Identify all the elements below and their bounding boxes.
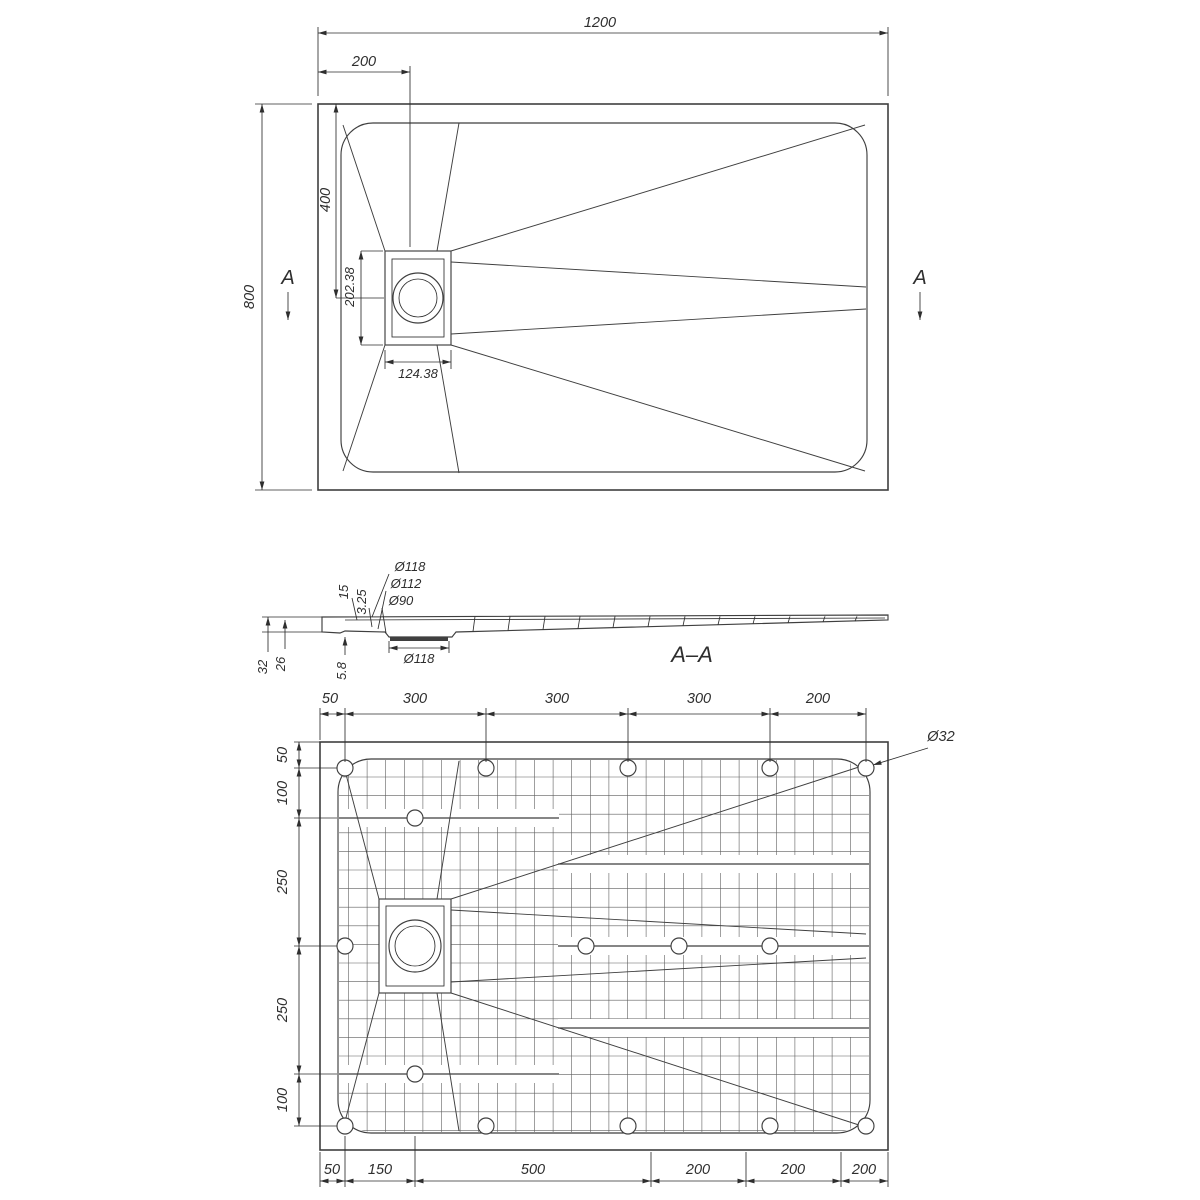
drain-flange bbox=[384, 250, 452, 346]
drain-plate-section bbox=[390, 637, 448, 641]
foot bbox=[477, 759, 495, 777]
dim-drain-square-height: 202.38 bbox=[342, 266, 357, 308]
slope-fold-lines-bottom-view bbox=[342, 760, 867, 1132]
tray-inner-edge bbox=[340, 122, 868, 473]
section-view: Ø118 Ø112 Ø90 15 3.25 32 26 5.8 Ø118 A–A bbox=[255, 559, 889, 680]
dim-drain-square-width: 124.38 bbox=[398, 366, 439, 381]
dim-bottom-bottom-4: 200 bbox=[780, 1162, 805, 1178]
dim-dia-mid: Ø112 bbox=[390, 576, 423, 591]
drain-flange-inner bbox=[391, 258, 445, 338]
slope-fold-lines-top-view bbox=[342, 122, 867, 474]
dim-overall-width: 1200 bbox=[584, 15, 616, 31]
dim-bottom-top-0: 50 bbox=[322, 691, 338, 707]
foot bbox=[619, 1117, 637, 1135]
dim-bottom-top-4: 200 bbox=[805, 691, 830, 707]
foot bbox=[406, 1065, 424, 1083]
foot bbox=[477, 1117, 495, 1135]
drain-hole-bottom bbox=[388, 919, 442, 973]
dim-bottom-left-2: 250 bbox=[275, 870, 291, 895]
foot bbox=[857, 759, 875, 777]
drain-hole bbox=[392, 272, 444, 324]
dim-drain-center-y: 400 bbox=[318, 188, 334, 212]
dim-bottom-left-4: 100 bbox=[275, 1088, 291, 1112]
foot bbox=[406, 809, 424, 827]
drain-housing-inner bbox=[385, 905, 445, 987]
foot bbox=[336, 1117, 354, 1135]
dim-bottom-bottom-1: 150 bbox=[368, 1162, 392, 1178]
dim-bottom-left-1: 100 bbox=[275, 781, 291, 805]
section-panel-joints bbox=[472, 616, 858, 632]
drain-bottom-view bbox=[378, 898, 452, 994]
drain-hole-inner bbox=[398, 278, 438, 318]
foot bbox=[761, 937, 779, 955]
dim-dia-hole: Ø90 bbox=[388, 593, 414, 608]
dim-bottom-top-1: 300 bbox=[403, 691, 427, 707]
dim-depth-3-25: 3.25 bbox=[354, 589, 369, 615]
dim-overall-height: 800 bbox=[242, 285, 258, 309]
foot bbox=[761, 759, 779, 777]
foot bbox=[761, 1117, 779, 1135]
dim-drain-offset-x: 200 bbox=[351, 54, 376, 70]
dim-bottom-top-2: 300 bbox=[545, 691, 569, 707]
section-marker-left: A bbox=[280, 267, 294, 289]
section-inner-surface bbox=[344, 617, 886, 621]
section-profile bbox=[321, 614, 889, 638]
rib-channels bbox=[339, 809, 869, 1083]
foot bbox=[336, 937, 354, 955]
foot bbox=[857, 1117, 875, 1135]
foot bbox=[336, 759, 354, 777]
bottom-view: 50 300 300 300 200 50 100 250 250 100 50… bbox=[275, 691, 955, 1187]
top-view: 1200 200 800 400 202.38 124.38 A A bbox=[242, 15, 927, 491]
dim-bottom-bottom-5: 200 bbox=[851, 1162, 876, 1178]
section-title: A–A bbox=[669, 642, 713, 667]
dim-height-32: 32 bbox=[255, 659, 270, 674]
dim-height-26: 26 bbox=[273, 656, 288, 672]
section-marker-right: A bbox=[912, 267, 926, 289]
foot bbox=[619, 759, 637, 777]
tray-outer-edge bbox=[317, 103, 889, 491]
drain-hole-bottom-inner bbox=[394, 925, 436, 967]
foot bbox=[577, 937, 595, 955]
foot bbox=[670, 937, 688, 955]
dim-bottom-left-0: 50 bbox=[275, 747, 291, 763]
dim-bottom-top-3: 300 bbox=[687, 691, 711, 707]
dim-height-5-8: 5.8 bbox=[334, 661, 349, 680]
top-view-dimension-lines bbox=[255, 27, 923, 491]
dim-bottom-bottom-0: 50 bbox=[324, 1162, 340, 1178]
bottom-view-dimension-lines bbox=[294, 708, 929, 1187]
section-dimension-lines bbox=[262, 573, 450, 655]
dim-dia-bottom: Ø118 bbox=[403, 651, 436, 666]
dim-dia-flange: Ø118 bbox=[394, 559, 427, 574]
dim-depth-15: 15 bbox=[336, 584, 351, 599]
dim-bottom-left-3: 250 bbox=[275, 998, 291, 1023]
drain-top-view bbox=[384, 250, 452, 346]
dim-foot-diameter: Ø32 bbox=[926, 729, 954, 745]
dim-bottom-bottom-3: 200 bbox=[685, 1162, 710, 1178]
dim-bottom-bottom-2: 500 bbox=[521, 1162, 545, 1178]
